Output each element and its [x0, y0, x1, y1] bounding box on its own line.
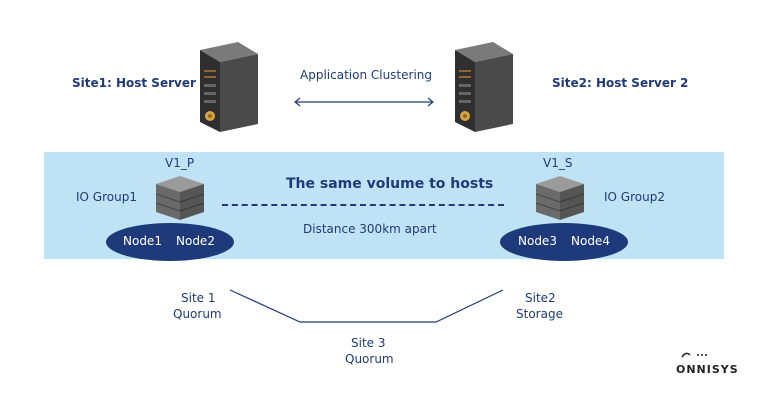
clustering-label: Application Clustering: [300, 68, 433, 82]
same-volume-label: The same volume to hosts: [286, 176, 494, 192]
distance-label: Distance 300km apart: [303, 222, 437, 236]
node4-label: Node4: [571, 234, 610, 248]
logo-mark-icon: [681, 352, 707, 358]
server-icon-right: [455, 42, 513, 132]
io-group2-label: IO Group2: [604, 190, 665, 204]
server-icon-left: [200, 42, 258, 132]
logo-text: ONNISYS: [676, 363, 739, 376]
replication-dashed-line: [222, 204, 504, 206]
storage-icon-right: [535, 176, 585, 220]
storage-icon-left: [155, 176, 205, 220]
io-group1-label: IO Group1: [76, 190, 137, 204]
node1-label: Node1: [123, 234, 162, 248]
volume-secondary-label: V1_S: [543, 156, 573, 170]
onnisys-logo: ONNISYS: [676, 344, 746, 376]
site1-role: Quorum: [173, 307, 222, 321]
node-ellipse-left: [106, 223, 234, 261]
volume-primary-label: V1_P: [165, 156, 195, 170]
site1-title: Site 1: [181, 291, 216, 305]
site3-role: Quorum: [345, 352, 394, 366]
node2-label: Node2: [176, 234, 215, 248]
host-server-2-label: Site2: Host Server 2: [552, 76, 689, 90]
site3-title: Site 3: [351, 336, 386, 350]
node3-label: Node3: [518, 234, 557, 248]
host-server-1-label: Site1: Host Server 1: [72, 76, 209, 90]
clustering-arrow: [294, 97, 434, 107]
site2-title: Site2: [525, 291, 556, 305]
site2-role: Storage: [516, 307, 563, 321]
node-ellipse-right: [500, 223, 628, 261]
